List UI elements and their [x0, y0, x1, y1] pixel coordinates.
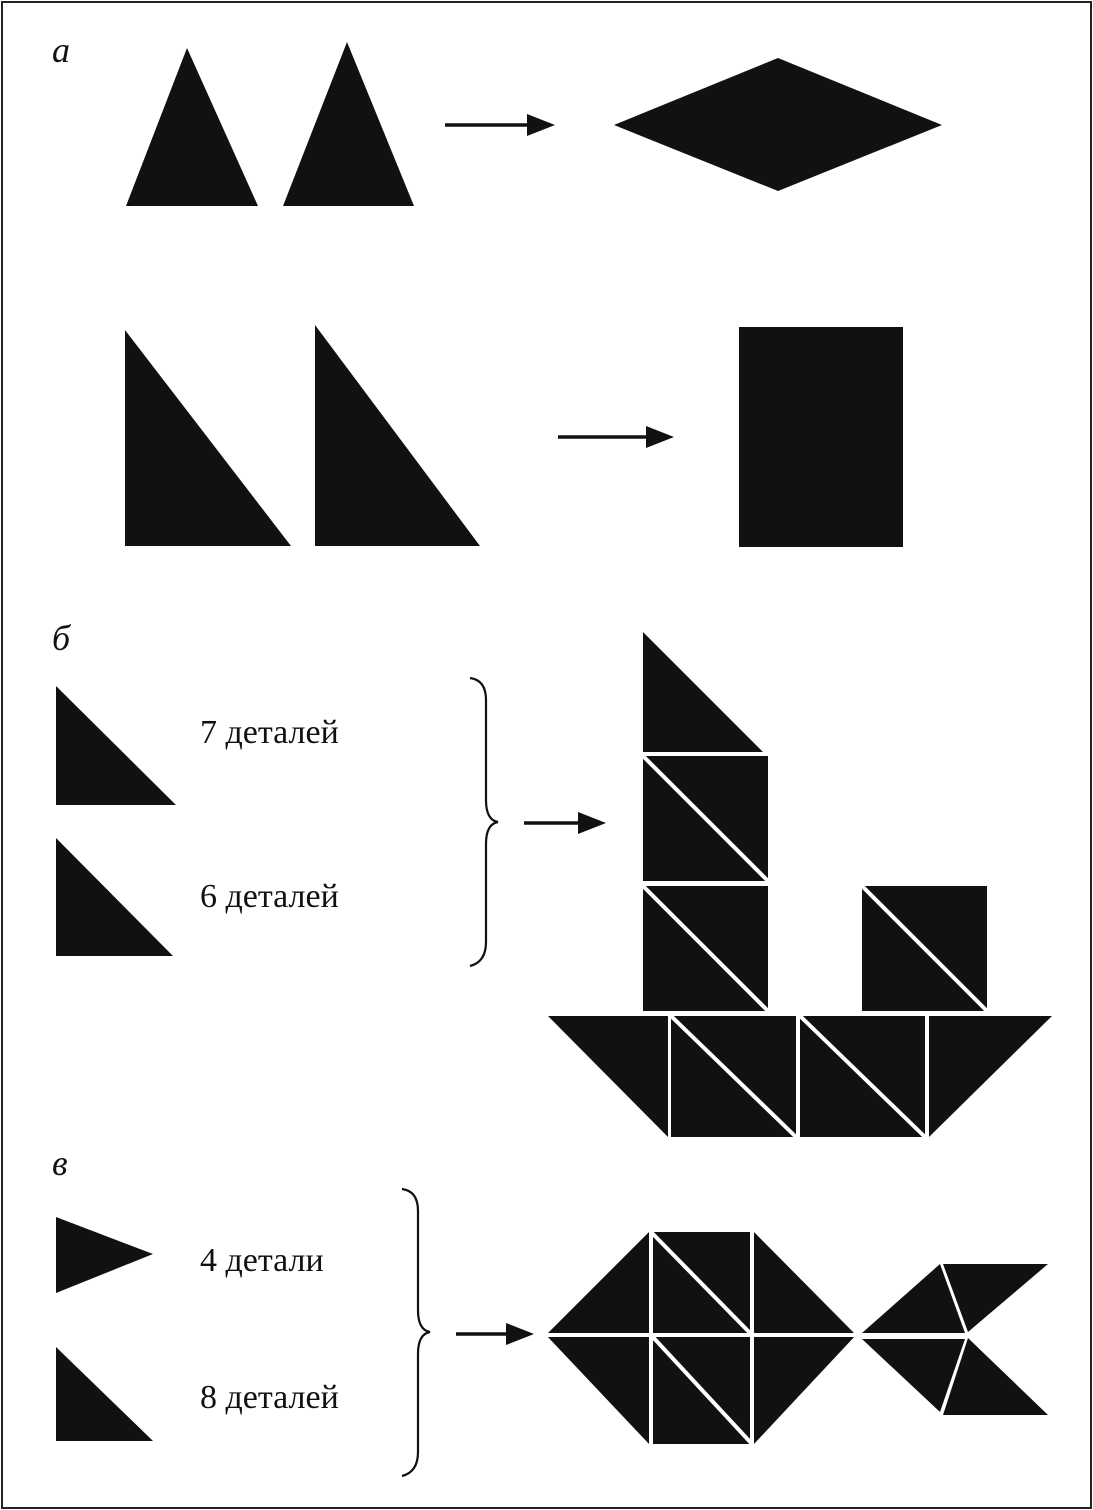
- fish-tail: [862, 1264, 1048, 1415]
- isosceles-triangle-left: [126, 48, 258, 206]
- piece-large-right-triangle: [56, 686, 176, 805]
- piece-count-label: 7 деталей: [200, 714, 339, 751]
- piece-acute-triangle: [56, 1217, 153, 1293]
- row-triangles-to-rhombus: [126, 42, 942, 206]
- section-a: а: [52, 30, 942, 547]
- arrow-icon: [456, 1323, 534, 1345]
- section-v: в 4 детали 8 деталей: [52, 1143, 1048, 1476]
- boat-sail-top-triangle: [643, 632, 763, 752]
- row-right-triangles-to-rectangle: [125, 325, 903, 547]
- section-a-label: а: [52, 30, 70, 70]
- right-triangle-left: [125, 330, 291, 546]
- curly-brace-icon: [470, 678, 498, 966]
- piece-small-right-triangle: [56, 838, 173, 956]
- boat-figure: [548, 632, 1052, 1137]
- rhombus: [614, 58, 942, 191]
- curly-brace-icon: [402, 1189, 430, 1476]
- right-triangle-right: [315, 325, 480, 546]
- piece-small-right-triangle: [56, 1347, 153, 1441]
- piece-count-label: 6 деталей: [200, 878, 339, 915]
- boat-hull-right-triangle: [929, 1016, 1052, 1137]
- piece-count-label: 8 деталей: [200, 1379, 339, 1416]
- section-b: б 7 деталей 6 деталей: [52, 618, 1052, 1137]
- fish-figure: [546, 1232, 1048, 1444]
- isosceles-triangle-right: [283, 42, 414, 206]
- fish-body: [546, 1232, 856, 1444]
- rectangle: [739, 327, 903, 547]
- section-b-label: б: [52, 618, 72, 658]
- boat-hull-left-triangle: [548, 1016, 668, 1137]
- arrow-icon: [445, 114, 555, 136]
- arrow-icon: [524, 812, 606, 834]
- piece-count-label: 4 детали: [200, 1242, 324, 1279]
- arrow-icon: [558, 426, 674, 448]
- section-v-label: в: [52, 1143, 68, 1183]
